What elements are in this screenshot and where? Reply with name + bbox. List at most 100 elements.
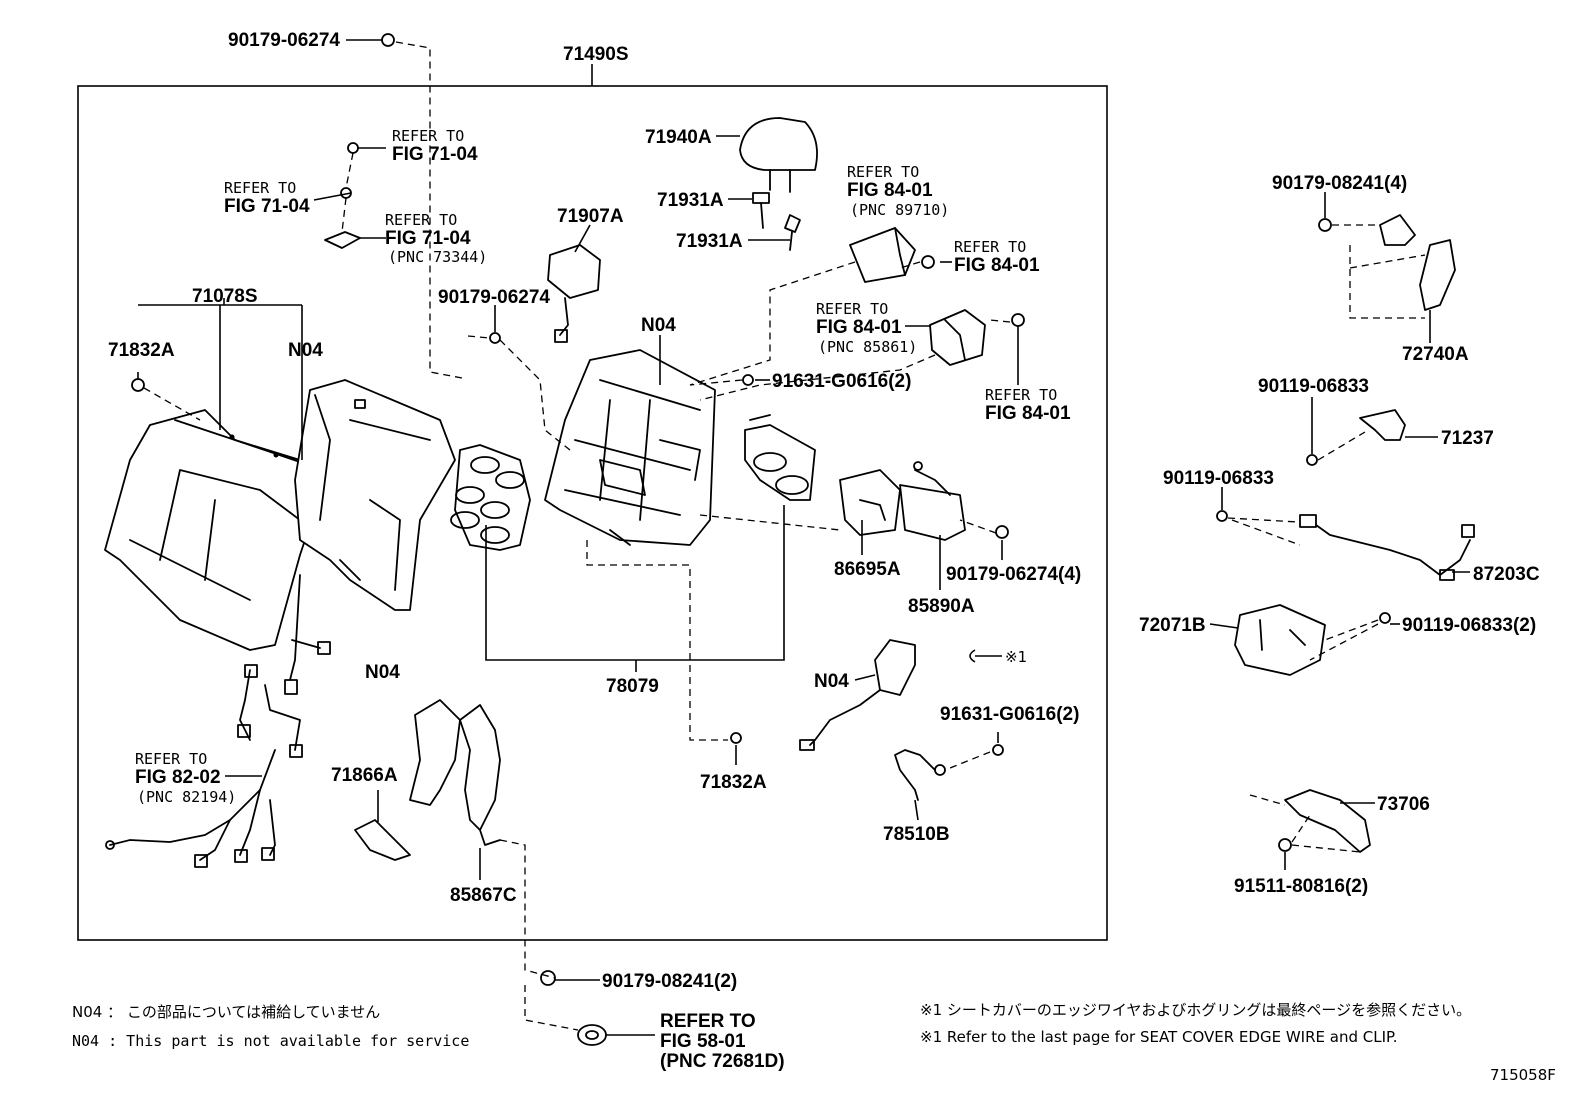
callout-71907A: 71907A [557,206,624,227]
ecu-box-illustration [849,227,916,283]
note-n04-en: N04 : This part is not available for ser… [72,1032,469,1050]
nut-90179-08241-4 [1318,218,1332,232]
callout-90119-06833-a: 90119-06833 [1258,376,1369,397]
refer-f-line1: REFER TO [816,300,888,318]
callout-71490S: 71490S [563,44,629,65]
refer-i-line1: REFER TO [660,1011,756,1032]
callout-78079: 78079 [606,676,659,697]
callout-85890A: 85890A [908,596,975,617]
callout-71832A-bottom: 71832A [700,772,767,793]
bolt-90119-2 [1379,612,1391,624]
note-star-en: ※1 Refer to the last page for SEAT COVER… [920,1028,1397,1046]
refer-c-line3: (PNC 73344) [388,248,487,266]
callout-90179-06274-4: 90179-06274(4) [946,564,1081,585]
callout-71078S: 71078S [192,286,258,307]
refer-c-line1: REFER TO [385,211,457,229]
clip-71832A-bottom [730,732,742,744]
refer-f-line2: FIG 84-01 [816,317,902,338]
side-airbag-illustration [799,639,916,751]
refer-i-line3: (PNC 72681D) [660,1051,785,1072]
callout-N04-a: N04 [288,340,323,361]
bolt-91631-a [742,374,754,386]
callout-87203C: 87203C [1473,564,1540,585]
callout-star1: ※1 [1005,648,1027,666]
clip-90179-06274 [381,33,395,47]
callout-90179-08241-2: 90179-08241(2) [602,971,737,992]
seat-heater-harness-illustration [1299,514,1475,581]
callout-90119-06833-2: 90119-06833(2) [1402,615,1536,636]
refer-b-line1: REFER TO [224,179,296,197]
callout-73706: 73706 [1377,794,1430,815]
headrest-support-illustration [752,192,801,251]
callout-91631-G0616-a: 91631-G0616(2) [772,371,911,392]
clip-73344 [324,231,361,249]
callout-72740A: 72740A [1402,344,1469,365]
refer-f-line3: (PNC 85861) [818,338,917,356]
callout-91511-80816-2: 91511-80816(2) [1234,876,1368,897]
refer-g-line2: FIG 84-01 [985,403,1071,424]
ecu-module-illustration [929,309,986,366]
refer-h-line1: REFER TO [135,750,207,768]
seat-motor-illustration [1234,604,1326,676]
refer-a-line2: FIG 71-04 [392,144,478,165]
refer-d-line3: (PNC 89710) [850,201,949,219]
refer-d-line2: FIG 84-01 [847,180,933,201]
callout-91631-G0616-b: 91631-G0616(2) [940,704,1079,725]
clip-90179-06274-mid [489,332,501,344]
refer-b-line2: FIG 71-04 [224,196,310,217]
refer-d-line1: REFER TO [847,163,919,181]
refer-a-line1: REFER TO [392,127,464,145]
refer-e-line1: REFER TO [954,238,1026,256]
callout-71931A-2: 71931A [676,231,743,252]
sensor-wire-illustration [894,749,946,801]
callout-90119-06833-b: 90119-06833 [1163,468,1274,489]
seat-wire-harness-illustration [105,574,331,868]
lumbar-spring-right-illustration [744,414,816,501]
callout-71866A: 71866A [331,765,398,786]
callout-N04-c: N04 [365,662,400,683]
seat-cable-guide-illustration [1284,789,1371,853]
figure-id: 715058F [1490,1066,1556,1084]
callout-78510B: 78510B [883,824,950,845]
bolt-90119-b [1216,510,1228,522]
bolt-91631-b [992,744,1004,756]
headrest-illustration [739,117,818,193]
seat-bracket-illustration [1359,409,1406,441]
callout-85867C: 85867C [450,885,517,906]
refer-h-line3: (PNC 82194) [137,788,236,806]
leader-lines [137,39,1470,1036]
bolt-90119-a [1306,454,1318,466]
note-star-jp: ※1 シートカバーのエッジワイヤおよびホグリングは最終ページを参照ください。 [920,1001,1471,1019]
callout-72071B: 72071B [1139,615,1206,636]
trim-clip-illustration [577,1024,607,1046]
callout-71940A: 71940A [645,127,712,148]
seat-back-pad-illustration [294,379,456,611]
note-n04-jp: N04 ： この部品については補給していません [72,1003,380,1021]
seat-switch-illustration [547,244,601,343]
part-callouts: 71490S 90179-06274 REFER TO FIG 71-04 RE… [108,30,1540,1072]
callout-N04-d: N04 [814,671,849,692]
refer-g-line1: REFER TO [985,386,1057,404]
callout-71237: 71237 [1441,428,1494,449]
refer-i-line2: FIG 58-01 [660,1031,746,1052]
recliner-cover-illustration [839,461,966,541]
footnotes: N04 ： この部品については補給していません N04 : This part … [72,1001,1556,1084]
refer-e-line2: FIG 84-01 [954,255,1040,276]
nut-90179-4 [995,525,1009,539]
refer-c-line2: FIG 71-04 [385,228,471,249]
callout-90179-06274-mid: 90179-06274 [438,287,550,308]
callout-N04-b: N04 [641,315,676,336]
lumbar-spring-left-illustration [450,444,531,551]
callout-71832A-left: 71832A [108,340,175,361]
clip-71832A-left [131,378,145,392]
nut-fig84-b [1011,313,1025,327]
seat-back-frame-illustration [544,349,716,546]
callout-90179-06274-top: 90179-06274 [228,30,340,51]
refer-h-line2: FIG 82-02 [135,767,221,788]
callout-86695A: 86695A [834,559,901,580]
seat-back-cover-illustration [104,409,326,651]
recliner-bracket-illustration [1379,214,1456,311]
bolt-91511 [1278,838,1292,852]
recliner-cable-illustration [354,699,501,861]
callout-90179-08241-4: 90179-08241(4) [1272,173,1407,194]
